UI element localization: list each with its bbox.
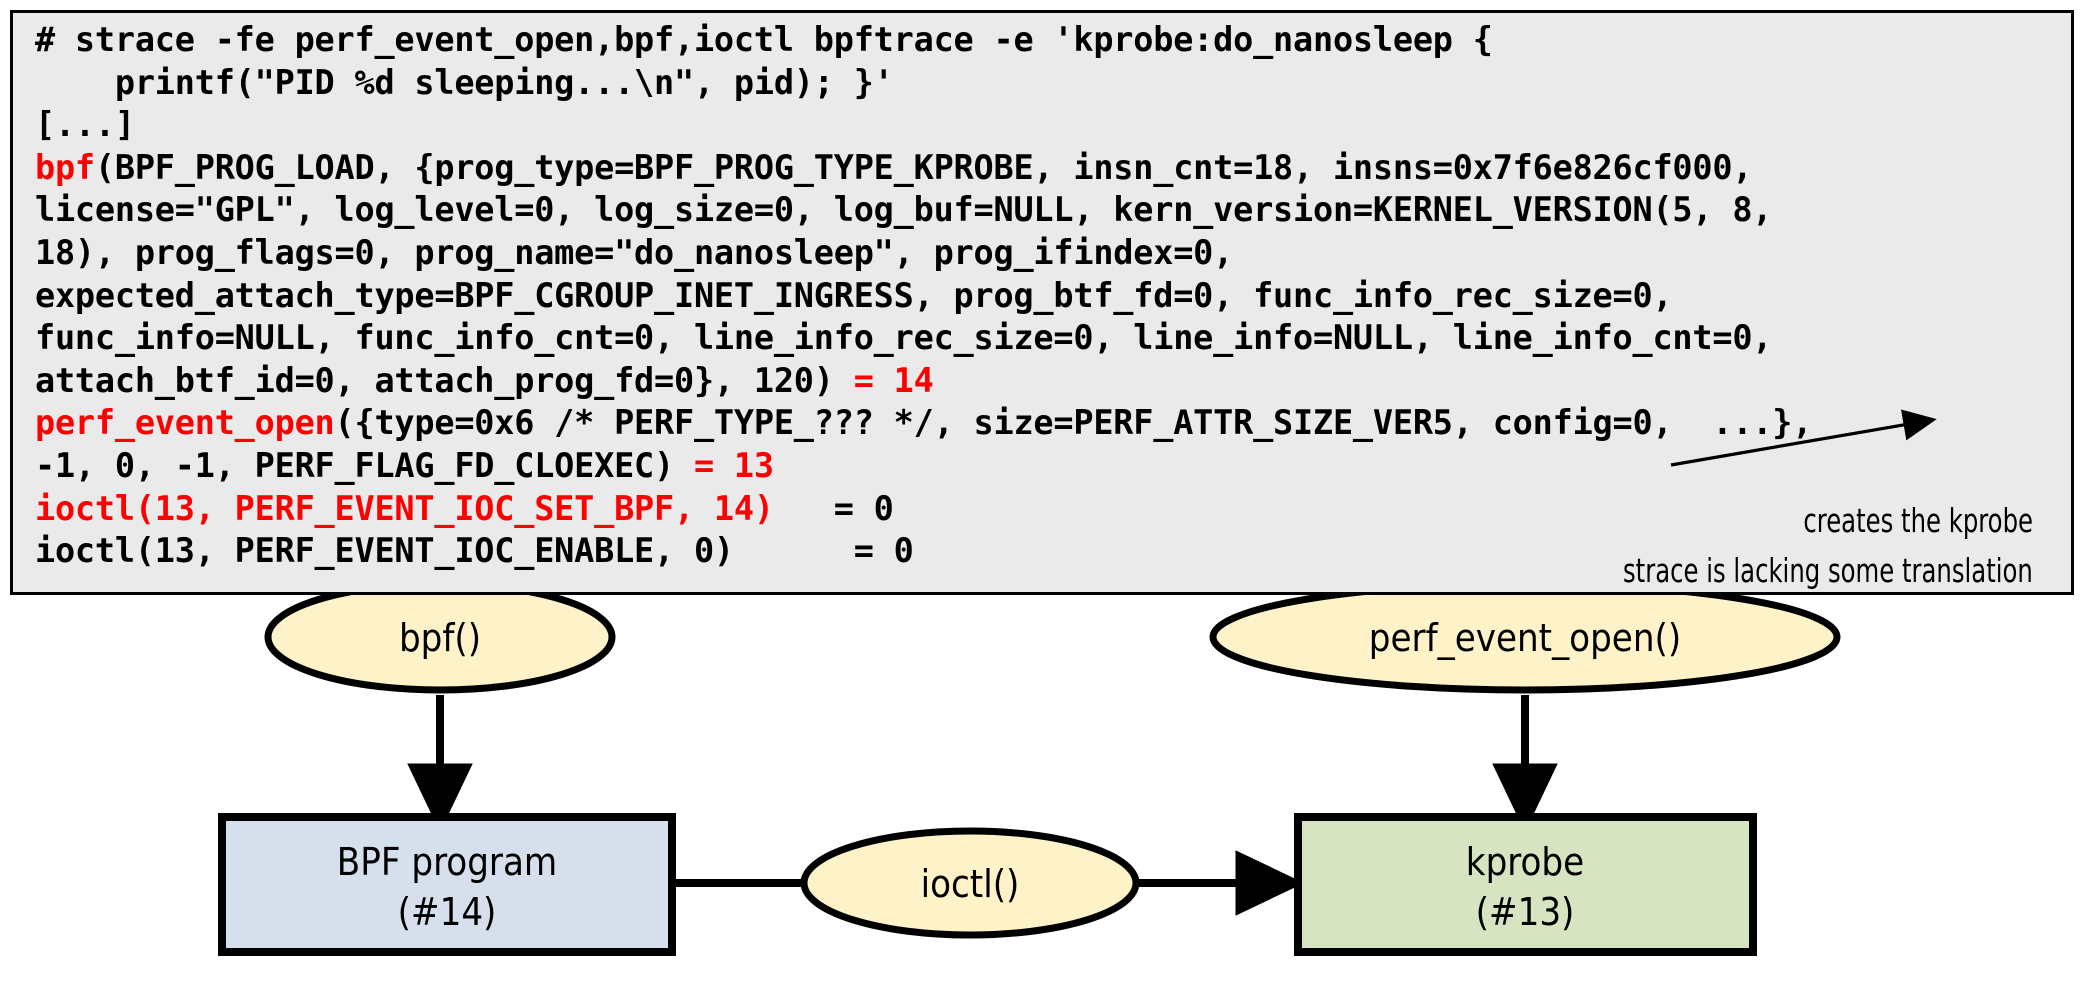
node-ioctl-call: ioctl() (800, 827, 1140, 939)
terminal-line-0-seg-0: # strace -fe perf_event_open,bpf,ioctl b… (35, 20, 1493, 59)
bpf-attach-diagram: bpf() perf_event_open() ioctl() BPF prog… (0, 580, 2084, 978)
terminal-line-9-seg-1: ({type=0x6 /* PERF_TYPE_??? */, size=PER… (334, 403, 1813, 443)
terminal-line-8-seg-0: attach_btf_id=0, attach_prog_fd=0}, 120) (35, 360, 854, 400)
node-bpf-program-label-line2: (#14) (398, 890, 497, 934)
terminal-line-3-seg-0: bpf (35, 147, 95, 187)
terminal-line-5-seg-0: 18), prog_flags=0, prog_name="do_nanosle… (35, 232, 1234, 272)
node-kprobe-label-line1: kprobe (1466, 840, 1584, 884)
terminal-line-12-seg-1: = 0 (733, 531, 914, 571)
terminal-text: # strace -fe perf_event_open,bpf,ioctl b… (35, 19, 1812, 573)
terminal-output-panel: # strace -fe perf_event_open,bpf,ioctl b… (10, 10, 2074, 595)
terminal-line-10-seg-0: -1, 0, -1, PERF_FLAG_FD_CLOEXEC) (35, 445, 694, 485)
node-bpf-program-label-line1: BPF program (337, 840, 557, 884)
terminal-line-10-seg-1: = 13 (693, 445, 774, 485)
terminal-line-11-seg-1: = 0 (773, 488, 894, 528)
terminal-line-8-seg-1: = 14 (853, 360, 934, 400)
terminal-line-2-seg-0: [...] (35, 105, 135, 145)
terminal-line-12-seg-0: ioctl(13, PERF_EVENT_IOC_ENABLE, 0) (35, 531, 734, 571)
terminal-line-11-seg-0: ioctl(13, PERF_EVENT_IOC_SET_BPF, 14) (35, 488, 774, 528)
terminal-line-9-seg-0: perf_event_open (35, 403, 335, 443)
annotation-creates-kprobe: creates the kprobe (1803, 501, 2033, 540)
annotation-strace-lacking-translation: strace is lacking some translation (1623, 551, 2033, 590)
node-perf-event-open-call-label: perf_event_open() (1369, 616, 1681, 660)
node-kprobe-box: kprobe (#13) (1294, 813, 1757, 956)
node-bpf-program-box: BPF program (#14) (218, 813, 676, 956)
terminal-line-7-seg-0: func_info=NULL, func_info_cnt=0, line_in… (35, 318, 1773, 358)
node-perf-event-open-call: perf_event_open() (1209, 580, 1841, 694)
terminal-line-3-seg-1: (BPF_PROG_LOAD, {prog_type=BPF_PROG_TYPE… (94, 147, 1753, 187)
terminal-line-6-seg-0: expected_attach_type=BPF_CGROUP_INET_ING… (35, 275, 1673, 315)
node-kprobe-label-line2: (#13) (1476, 890, 1575, 934)
node-bpf-call-label: bpf() (399, 616, 481, 660)
node-bpf-call: bpf() (264, 580, 616, 694)
terminal-line-1-seg-0: printf("PID %d sleeping...\n", pid); }' (35, 62, 894, 102)
terminal-line-4-seg-0: license="GPL", log_level=0, log_size=0, … (35, 190, 1773, 230)
node-ioctl-call-label: ioctl() (921, 862, 1020, 906)
